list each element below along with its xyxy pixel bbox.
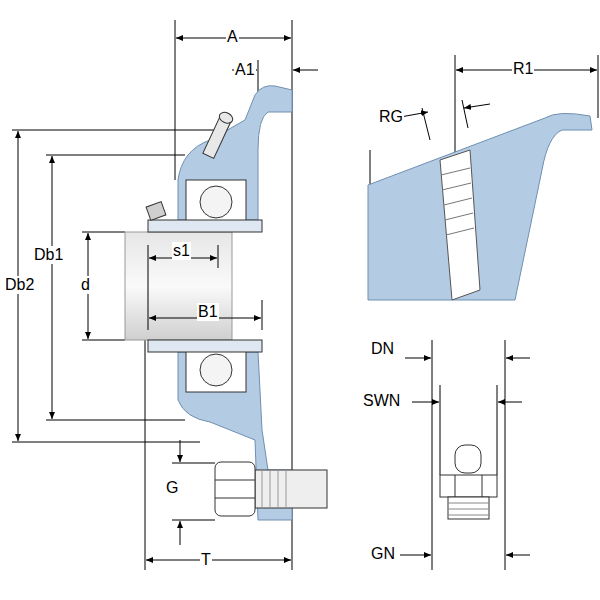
dimension-label: d <box>80 276 91 294</box>
dimension-label: s1 <box>172 242 191 260</box>
dimension-label: T <box>200 551 212 569</box>
dimension-label: B1 <box>197 303 219 321</box>
dimension-label: RG <box>378 108 404 126</box>
dimension-label: DN <box>370 340 395 358</box>
dimension-label: G <box>165 479 179 497</box>
dimension-label: A1 <box>234 61 256 79</box>
dimension-label: A <box>226 28 239 46</box>
dimension-label: R1 <box>512 60 534 78</box>
dimension-label: Db2 <box>4 276 35 294</box>
dimension-label: SWN <box>362 392 401 410</box>
dimension-label: Db1 <box>33 246 64 264</box>
dimension-label: GN <box>370 545 396 563</box>
